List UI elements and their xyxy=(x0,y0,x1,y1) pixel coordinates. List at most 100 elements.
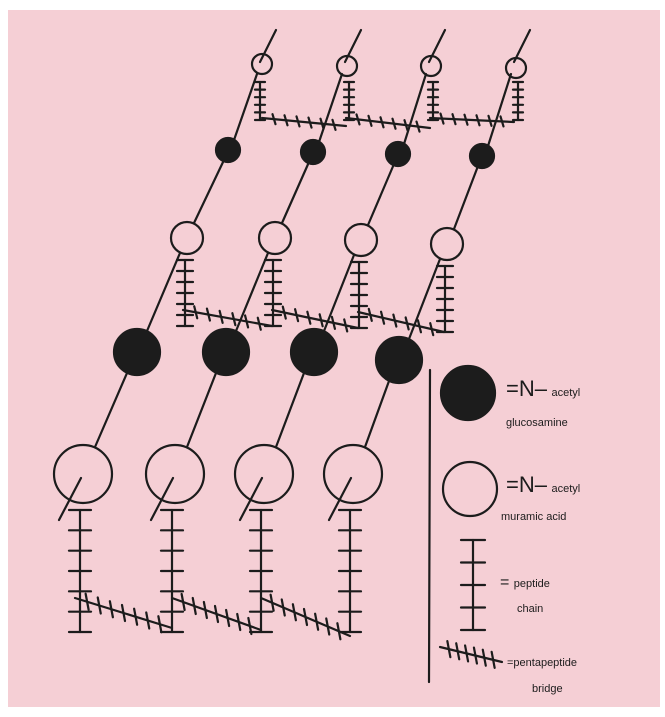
bridge-bottom-tick xyxy=(145,611,151,630)
bridge-legend-icon-tick xyxy=(481,648,487,667)
glucosamine-node xyxy=(112,327,162,377)
strand-1-backbone xyxy=(232,72,259,142)
bridge-bottom-tick xyxy=(157,615,163,634)
strand-3-backbone xyxy=(274,371,306,449)
bridge-middle-line xyxy=(270,308,360,330)
glucosamine-legend-icon xyxy=(439,364,497,422)
bridge-middle-tick xyxy=(343,318,349,333)
bridge-bottom-tick xyxy=(180,592,186,612)
bridge-top-tick xyxy=(319,117,325,130)
bridge-middle-line xyxy=(356,310,446,334)
bridge-bottom-tick xyxy=(133,607,139,626)
bridge-top-tick xyxy=(391,117,397,130)
bridge-bottom-tick xyxy=(325,617,331,636)
bridge-middle-line xyxy=(181,308,274,328)
glucosamine-node xyxy=(384,140,412,168)
bridge-top-line xyxy=(260,116,348,128)
bridge-top-tick xyxy=(367,114,373,127)
bridge-top-line xyxy=(344,116,432,130)
bridge-legend-icon-line xyxy=(438,645,504,664)
bridge-middle-tick xyxy=(293,308,300,323)
strand-2-backbone xyxy=(280,160,311,225)
glucosamine-node xyxy=(374,335,424,385)
muramic-acid-node xyxy=(250,52,274,76)
bridge-top-tick xyxy=(487,114,493,127)
bridge-bottom-tick xyxy=(336,622,342,641)
strand-2-backbone xyxy=(185,371,218,449)
glucosamine-legend-label: =N– acetyl xyxy=(506,378,580,400)
muramic-acid-word: muramic acid xyxy=(501,511,567,523)
bridge-bottom-tick xyxy=(302,607,309,627)
bridge-bottom-tick xyxy=(280,598,286,617)
bridge-middle-tick xyxy=(205,307,212,322)
pentapeptide-word: =pentapeptide xyxy=(507,657,578,669)
bridge-top-tick xyxy=(415,120,421,133)
bridge-legend-icon-tick xyxy=(490,650,496,669)
glucosamine-node xyxy=(214,136,242,164)
bridge-middle-tick xyxy=(218,309,224,324)
muramic-acid-node xyxy=(504,56,528,80)
strand-2-backbone xyxy=(234,251,270,333)
muramic-acetyl-text: acetyl xyxy=(551,483,581,495)
muramic-acid-node xyxy=(233,443,295,505)
bridge-middle-tick xyxy=(193,305,199,320)
muramic-acid-node xyxy=(419,54,443,78)
legend-symbols xyxy=(427,364,504,684)
bridge-middle-tick xyxy=(231,312,237,327)
bridge-top-tick xyxy=(463,113,469,126)
strand-1-backbone xyxy=(145,251,182,333)
strand-4-backbone-top xyxy=(512,28,532,64)
bridge-middle-tick xyxy=(429,322,435,337)
muramic-acid-node xyxy=(429,226,465,262)
bridge-middle-tick xyxy=(379,310,386,325)
muramic-acid-legend-icon xyxy=(441,460,499,518)
bridge-bottom-tick xyxy=(84,592,90,611)
bridge-bottom-tick xyxy=(236,612,242,632)
chain-word: chain xyxy=(517,603,544,615)
strand-2-backbone xyxy=(317,72,344,144)
muramic-acid-node xyxy=(52,443,114,505)
bridge-top-tick xyxy=(403,119,409,132)
peptide-equals: = xyxy=(500,574,510,591)
bridge-middle-tick xyxy=(330,315,337,330)
bridge-middle-tick xyxy=(392,313,398,328)
bridge-middle-tick xyxy=(306,310,312,325)
muramic-acid-node xyxy=(335,54,359,78)
bridge-middle-tick xyxy=(256,316,262,331)
glucosamine-node xyxy=(468,142,496,170)
bridge-top-tick xyxy=(271,113,277,126)
bridge-top-tick xyxy=(379,116,385,129)
bridge-bottom-tick xyxy=(269,593,275,612)
bridge-top-line xyxy=(428,116,516,124)
legend-divider xyxy=(427,368,432,684)
bridge-middle-tick xyxy=(416,319,423,334)
muramic-acid-node xyxy=(343,222,379,258)
muramic-n-symbol: =N xyxy=(506,472,535,497)
muramic-acid-node xyxy=(257,220,293,256)
bridge-bottom-tick xyxy=(120,603,127,623)
strand-3-backbone xyxy=(322,253,356,333)
bridge-top-tick xyxy=(295,115,301,128)
peptide-word: peptide xyxy=(513,578,550,590)
strand-1-backbone xyxy=(93,371,129,449)
glucosamine-word: glucosamine xyxy=(506,417,568,429)
bridge-bottom-tick xyxy=(213,604,220,624)
bridge-middle-tick xyxy=(367,307,373,322)
strand-4-backbone xyxy=(452,164,480,231)
bridge-top-tick xyxy=(307,116,313,129)
bridge-legend-icon-tick xyxy=(446,640,452,659)
bridge-word: bridge xyxy=(532,683,563,695)
bridge-top-tick xyxy=(475,114,481,127)
strand-3-backbone xyxy=(402,72,428,146)
bridge-top-tick xyxy=(499,115,505,128)
glucosamine-node xyxy=(299,138,327,166)
cell-wall-structure xyxy=(52,28,532,641)
bridge-bottom-tick xyxy=(247,616,253,636)
glucosamine-node xyxy=(289,327,339,377)
bridge-bottom-tick xyxy=(314,612,320,631)
glucosamine-acetyl-text: acetyl xyxy=(551,387,581,399)
bridge-legend-icon-tick xyxy=(455,642,461,661)
strand-1-backbone xyxy=(192,158,226,225)
bridge-bottom-tick xyxy=(96,596,102,615)
